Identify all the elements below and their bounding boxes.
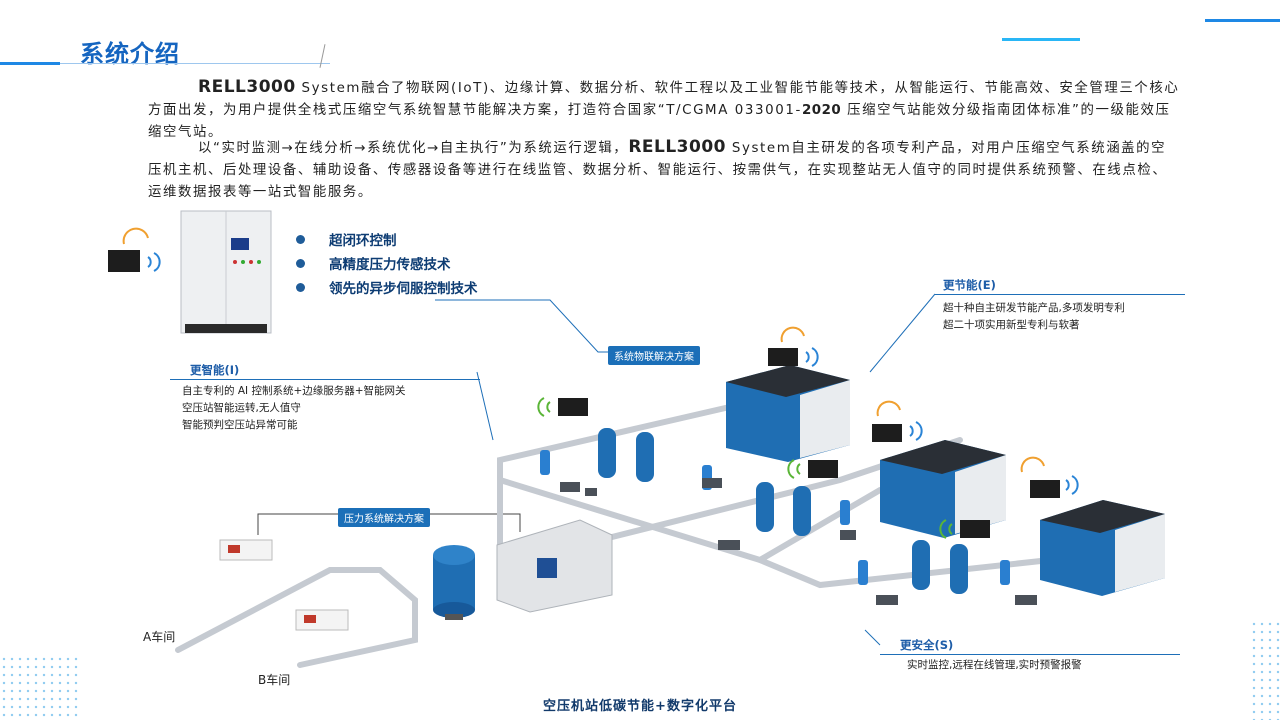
- smart-underline: [170, 379, 480, 380]
- standard-name-a: “T/CGMA 033001-: [657, 103, 802, 118]
- intro-text: System融合了物联网(IoT)、边缘计算、数据分析、软件工程以及工业智能节能…: [148, 81, 1180, 118]
- intro-paragraph-1: RELL3000 System融合了物联网(IoT)、边缘计算、数据分析、软件工…: [148, 76, 1180, 144]
- gateway-device-illustration: [939, 519, 990, 539]
- iot-solution-tag: 系统物联解决方案: [608, 346, 700, 365]
- energy-title: 更节能(E): [943, 278, 996, 292]
- bullet-icon: [296, 282, 305, 292]
- smart-note: 智能预判空压站异常可能: [182, 419, 298, 431]
- pressure-solution-tag: 压力系统解决方案: [338, 508, 430, 527]
- brand-name: RELL3000: [628, 137, 726, 157]
- smart-note: 空压站智能运转,无人值守: [182, 402, 301, 414]
- safety-note: 实时监控,远程在线管理,实时预警报警: [907, 659, 1082, 671]
- footer-caption: 空压机站低碳节能+数字化平台: [543, 699, 737, 714]
- control-cabinet-illustration: [180, 210, 272, 334]
- smart-note: 自主专利的 AI 控制系统+边缘服务器+智能网关: [182, 385, 406, 397]
- energy-underline: [935, 294, 1185, 295]
- standard-name-b: 压缩空气站能效分级指南团体标准”的一级能效压缩空气站。: [148, 103, 1171, 140]
- workshop-b-label: B车间: [258, 673, 291, 687]
- feature-item: 领先的异步伺服控制技术: [296, 275, 478, 299]
- gateway-device-illustration: [872, 400, 923, 442]
- air-tank-illustration: [433, 545, 475, 620]
- standard-year: 2020: [801, 103, 842, 118]
- dot-pattern-decoration: [0, 655, 80, 720]
- gateway-device-illustration: [1020, 456, 1079, 498]
- iot-leader-line: [435, 299, 610, 353]
- energy-notes: 超十种自主研发节能产品,多项发明专利 超二十项实用新型专利与软著: [943, 300, 1125, 334]
- compressor-unit-illustration: [880, 440, 1006, 538]
- feature-item: 高精度压力传感技术: [296, 251, 478, 275]
- small-compressor-illustration: [496, 519, 613, 613]
- energy-note: 超十种自主研发节能产品,多项发明专利: [943, 302, 1125, 314]
- safety-notes: 实时监控,远程在线管理,实时预警报警: [907, 657, 1082, 674]
- gateway-device-illustration: [108, 227, 161, 272]
- dryer-illustration: [598, 428, 968, 594]
- logic-text-b: System自主研发的各项专利产品，对用户压缩空气系统涵盖的空压机主机、后处理设…: [148, 141, 1168, 200]
- logic-text: 以“实时监测→在线分析→系统优化→自主执行”为系统运行逻辑，: [198, 141, 629, 156]
- gateway-device-illustration: [787, 459, 838, 479]
- bullet-icon: [296, 234, 305, 244]
- header-accent-bar-right: [1205, 19, 1280, 22]
- brand-name: RELL3000: [198, 77, 296, 97]
- intro-paragraph-2: 以“实时监测→在线分析→系统优化→自主执行”为系统运行逻辑，RELL3000 S…: [148, 136, 1180, 204]
- bullet-icon: [296, 258, 305, 268]
- valve-illustration: [560, 478, 1037, 605]
- gateway-device-illustration: [537, 397, 588, 417]
- feature-list: 超闭环控制 高精度压力传感技术 领先的异步伺服控制技术: [296, 227, 478, 299]
- dot-pattern-decoration: [1250, 620, 1280, 720]
- feature-item: 超闭环控制: [296, 227, 478, 251]
- compressor-unit-illustration: [726, 365, 850, 462]
- gateway-device-illustration: [768, 326, 819, 367]
- smart-title: 更智能(I): [190, 363, 240, 377]
- pressure-panel-illustration: [219, 539, 349, 631]
- workshop-a-label: A车间: [143, 630, 176, 644]
- smart-notes: 自主专利的 AI 控制系统+边缘服务器+智能网关 空压站智能运转,无人值守 智能…: [182, 383, 406, 434]
- title-accent-bar: [0, 62, 60, 65]
- safety-underline: [880, 654, 1180, 655]
- safety-title: 更安全(S): [900, 638, 954, 652]
- energy-note: 超二十项实用新型专利与软著: [943, 319, 1080, 331]
- energy-leader-line: [869, 293, 936, 373]
- compressor-unit-illustration: [1040, 500, 1165, 596]
- smart-leader-line: [476, 371, 494, 441]
- header-accent-bar: [1002, 38, 1080, 41]
- title-underline: [60, 63, 330, 64]
- safety-leader-line: [864, 629, 881, 646]
